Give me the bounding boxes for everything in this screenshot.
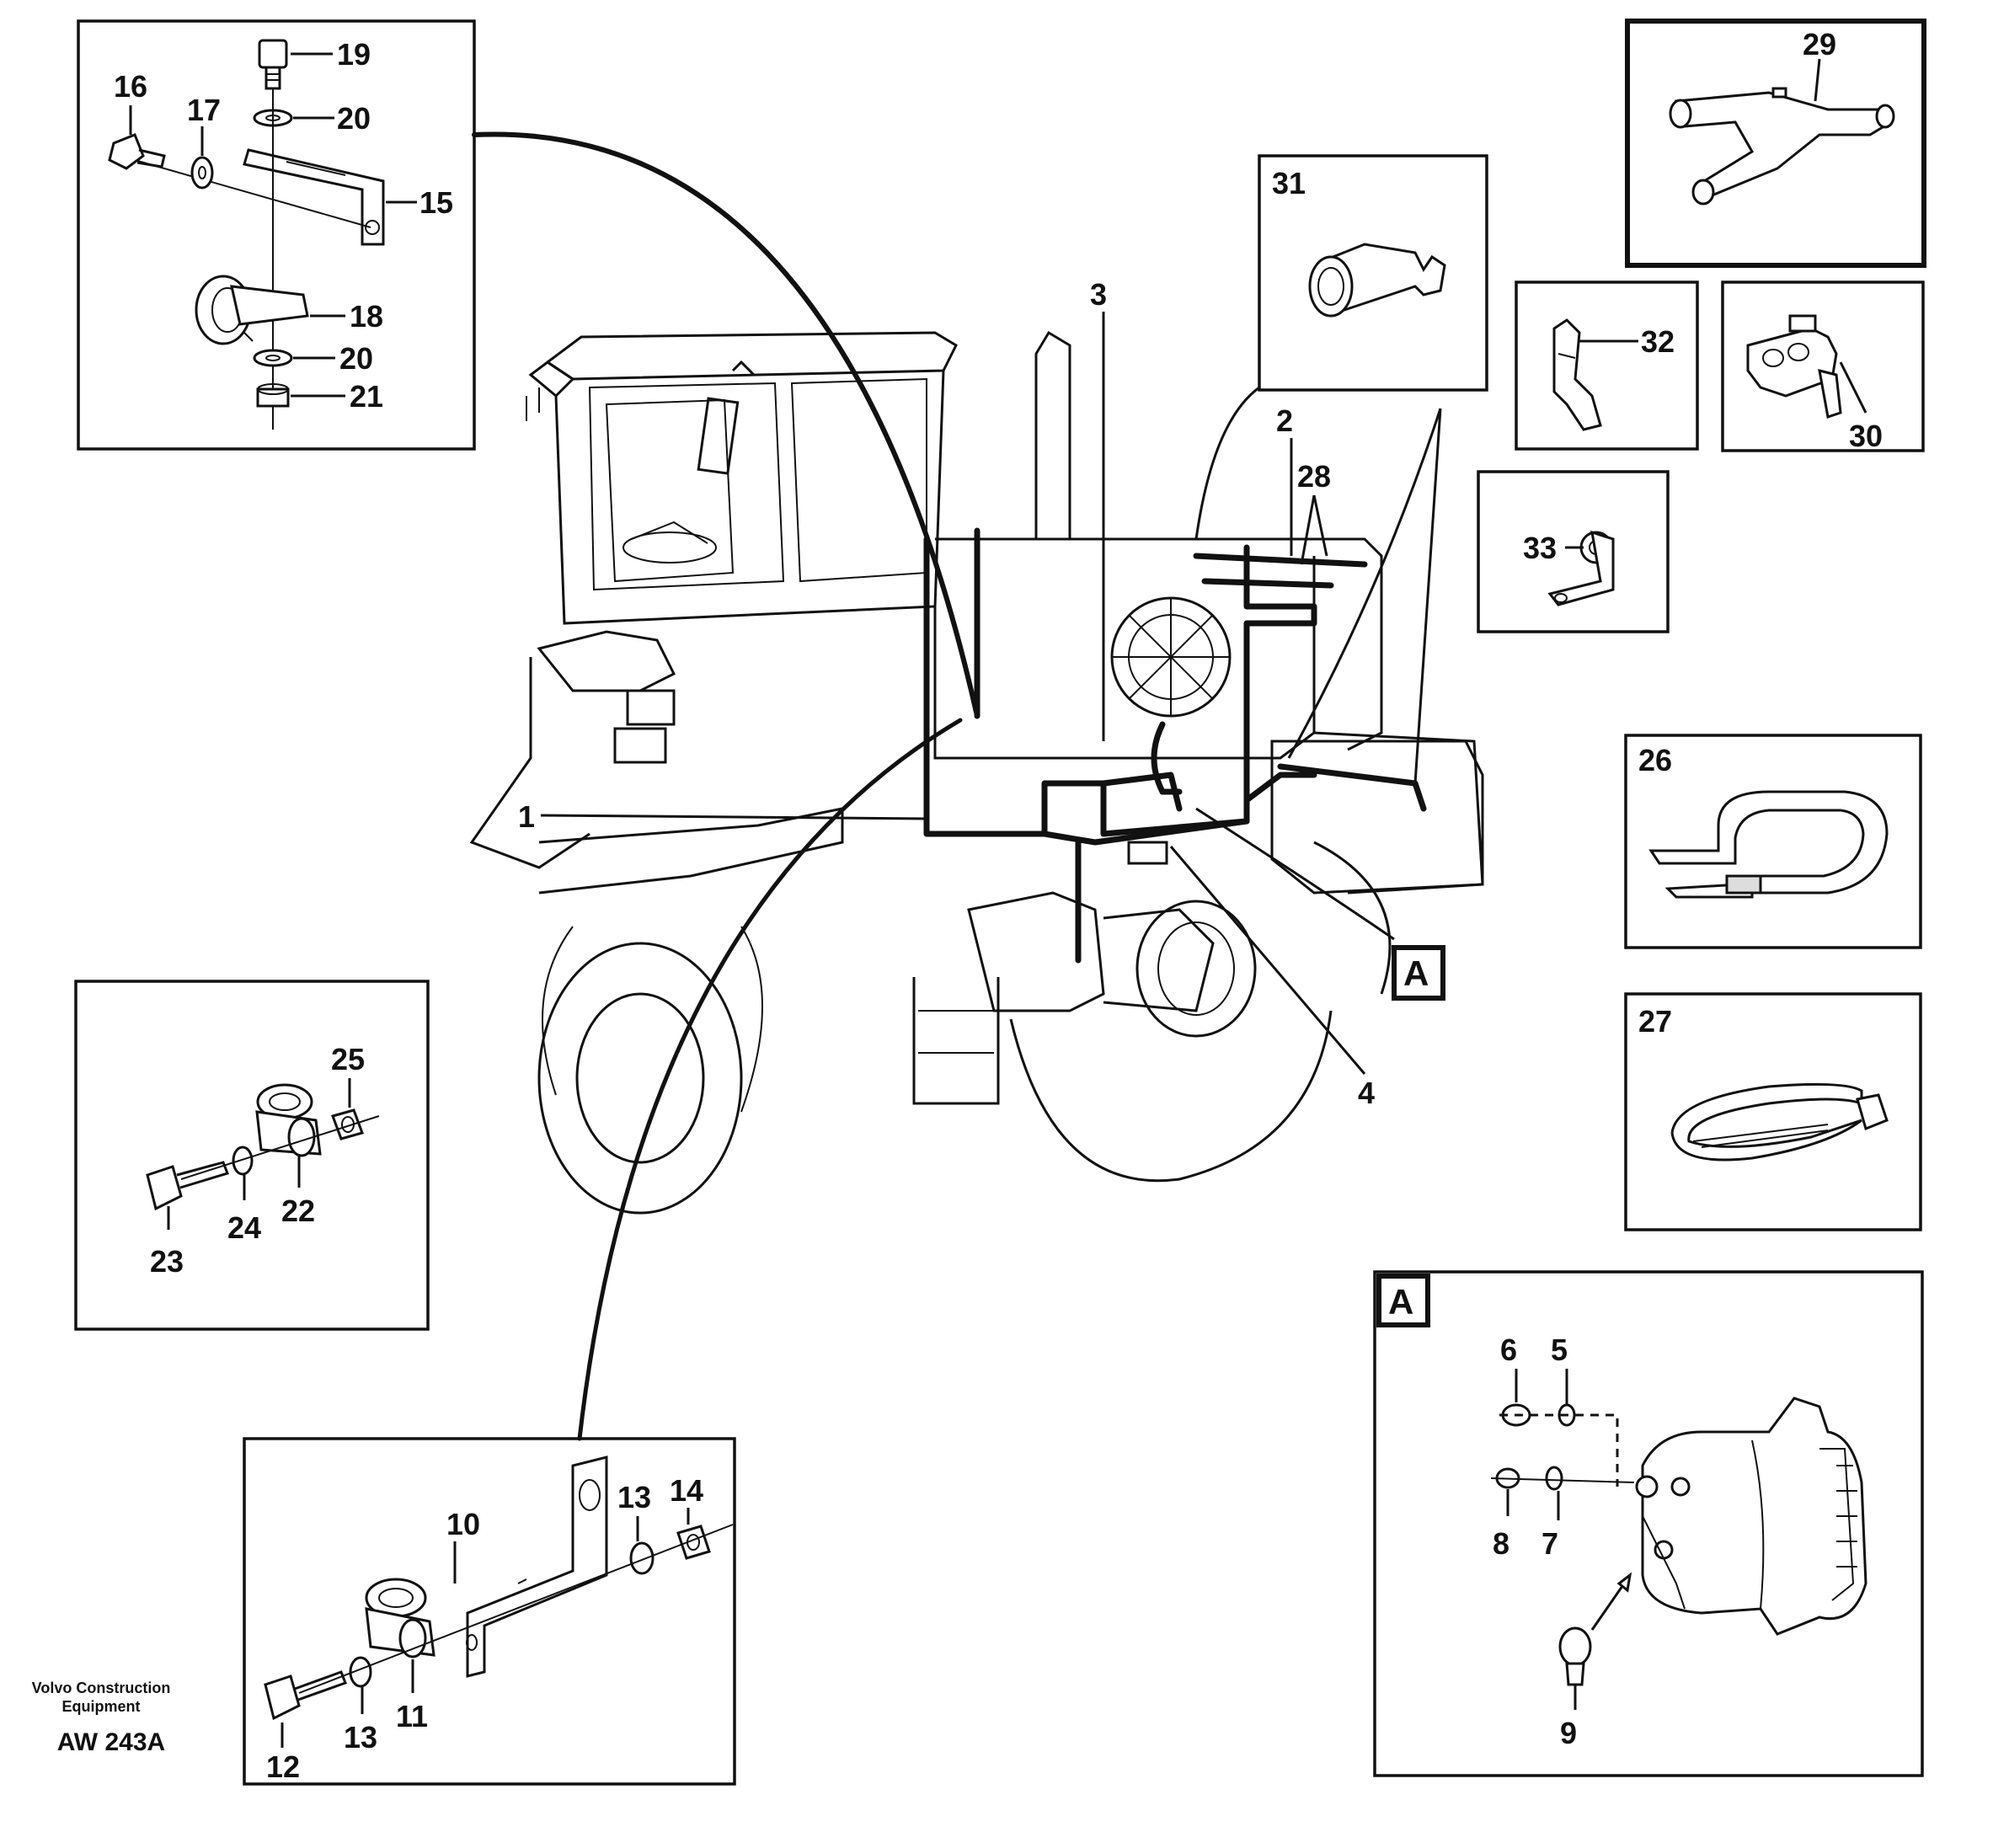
detail-A-alternator: A 6 5 8 7 9 — [1373, 1270, 1924, 1777]
credit-line2: Equipment — [62, 1698, 141, 1715]
callout-31: 31 — [1272, 166, 1306, 200]
wiring-harness — [923, 527, 1427, 964]
callout-13b: 13 — [344, 1720, 377, 1755]
callout-12: 12 — [266, 1749, 300, 1784]
detail-bracket-15-21: 19 20 15 18 20 21 16 17 — [77, 19, 476, 451]
callout-23: 23 — [150, 1244, 184, 1279]
callout-16: 16 — [114, 69, 147, 104]
callout-13a: 13 — [617, 1480, 651, 1514]
pointer-right-1 — [1287, 408, 1442, 759]
detail-27: 27 — [1624, 992, 1922, 1231]
callout-26: 26 — [1638, 743, 1672, 777]
detail-bracket-10-14: 10 11 13 12 13 14 — [243, 1437, 736, 1786]
detail-31: 31 — [1258, 154, 1488, 392]
callout-14: 14 — [670, 1473, 703, 1508]
pointer-31 — [1194, 386, 1260, 540]
detail-33: 33 — [1477, 470, 1670, 633]
pointer-curve-bottom — [577, 718, 963, 1441]
detail-A-label-box — [1376, 1274, 1430, 1327]
callout-9: 9 — [1560, 1716, 1577, 1750]
detail-29: 29 — [1625, 19, 1926, 268]
callout-32: 32 — [1641, 324, 1675, 359]
detail-A-marker: A — [1403, 953, 1429, 993]
callout-17: 17 — [187, 93, 221, 127]
callout-27: 27 — [1638, 1004, 1672, 1039]
detail-30: 30 — [1721, 280, 1925, 453]
callout-1: 1 — [518, 799, 535, 834]
callout-10: 10 — [446, 1507, 480, 1541]
callout-5: 5 — [1551, 1333, 1568, 1367]
main-callouts: 1 2 28 3 4 A — [518, 277, 1445, 1110]
callout-18: 18 — [350, 299, 383, 334]
callout-15: 15 — [419, 185, 453, 220]
callout-19: 19 — [337, 37, 371, 72]
pointer-curve-top — [472, 131, 980, 718]
detail-A-marker-box — [1392, 945, 1445, 1001]
detail-32: 32 — [1515, 280, 1699, 451]
callout-11: 11 — [396, 1699, 428, 1733]
callout-2: 2 — [1276, 403, 1293, 438]
detail-frame-32 — [1515, 280, 1699, 451]
callout-33: 33 — [1523, 531, 1557, 565]
detail-frame-33 — [1477, 470, 1670, 633]
detail-frame-15-21 — [77, 19, 476, 451]
detail-clamp-22-25: 25 24 22 23 — [74, 980, 430, 1331]
callout-30: 30 — [1849, 419, 1883, 453]
callout-24: 24 — [227, 1210, 261, 1245]
callout-20b: 20 — [339, 341, 373, 376]
callout-3: 3 — [1090, 277, 1107, 312]
detail-26: 26 — [1624, 734, 1922, 949]
callout-25: 25 — [331, 1042, 365, 1076]
publisher-credit: Volvo Construction Equipment AW 243A — [32, 1680, 171, 1756]
callout-8: 8 — [1493, 1526, 1509, 1561]
callout-6: 6 — [1500, 1333, 1517, 1367]
credit-line1: Volvo Construction — [32, 1680, 171, 1696]
callout-22: 22 — [281, 1194, 315, 1228]
callout-28: 28 — [1297, 459, 1331, 494]
callout-4: 4 — [1358, 1076, 1375, 1110]
callout-7: 7 — [1542, 1526, 1558, 1561]
callout-29: 29 — [1803, 27, 1836, 61]
drawing-code: AW 243A — [57, 1728, 165, 1756]
callout-21: 21 — [350, 379, 383, 414]
pointer-right-2 — [1413, 408, 1442, 784]
callout-20a: 20 — [337, 101, 371, 136]
detail-A-label: A — [1388, 1282, 1413, 1322]
